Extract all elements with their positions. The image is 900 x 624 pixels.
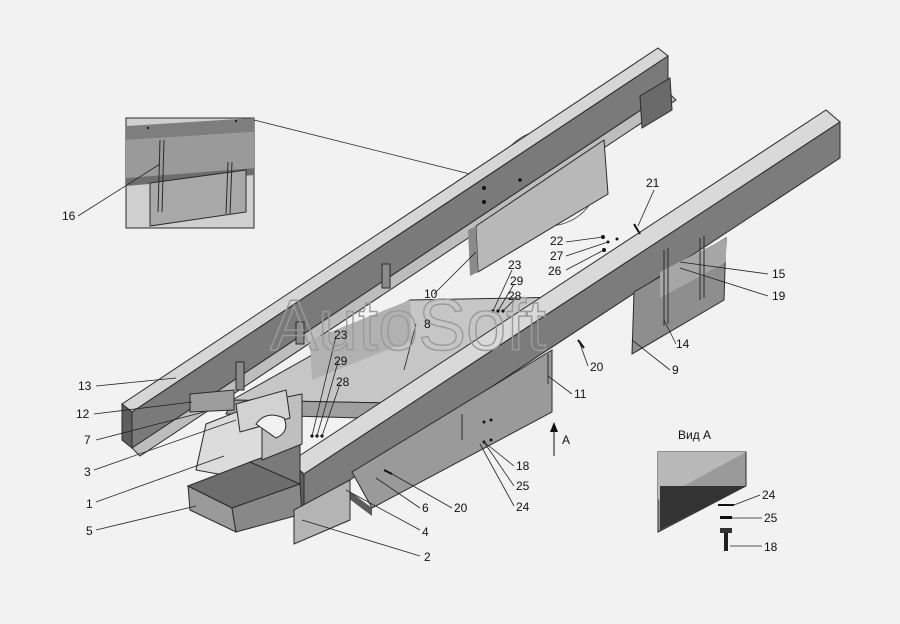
callout-23-lower: 23 [334, 328, 348, 342]
front-box [186, 393, 351, 545]
right-lower-box [351, 349, 553, 509]
callout-6: 6 [422, 501, 429, 515]
callout-19: 19 [772, 289, 786, 303]
watermark: AutoSoft [270, 286, 546, 366]
callout-3: 3 [84, 465, 91, 479]
callout-22: 22 [550, 234, 564, 248]
callout-25-main: 25 [516, 479, 530, 493]
callout-14: 14 [676, 337, 690, 351]
callout-18-main: 18 [516, 459, 530, 473]
callout-9: 9 [672, 363, 679, 377]
left-lining-panel [475, 139, 609, 273]
callout-5: 5 [86, 524, 93, 538]
view-a-detail [657, 451, 747, 551]
callout-28-lower: 28 [336, 375, 350, 389]
leader-lines [77, 163, 769, 557]
callout-28-upper: 28 [508, 289, 522, 303]
callout-1: 1 [86, 497, 93, 511]
view-direction-arrow [550, 422, 558, 456]
callout-12: 12 [76, 407, 90, 421]
callout-18-view: 18 [764, 540, 778, 554]
callout-23-upper: 23 [508, 258, 522, 272]
front-bracket [189, 389, 235, 413]
callout-16: 16 [62, 209, 76, 223]
detail-inset [125, 117, 255, 229]
callout-25-view: 25 [764, 511, 778, 525]
direction-label: А [562, 433, 570, 447]
callout-8: 8 [424, 317, 431, 331]
callout-27: 27 [550, 249, 564, 263]
callout-24-view: 24 [762, 488, 776, 502]
callout-7: 7 [84, 433, 91, 447]
callout-13: 13 [78, 379, 92, 393]
view-a-label: Вид А [678, 428, 711, 442]
callout-2: 2 [424, 550, 431, 564]
callout-20-lower: 20 [454, 501, 468, 515]
callout-15: 15 [772, 267, 786, 281]
callout-11: 11 [574, 387, 587, 401]
callouts: 16 21 22 27 26 23 29 28 10 8 15 19 14 9 … [62, 176, 786, 564]
callout-29-upper: 29 [510, 274, 524, 288]
callout-21: 21 [646, 176, 660, 190]
callout-10: 10 [424, 287, 438, 301]
callout-29-lower: 29 [334, 354, 348, 368]
fasteners-mid [310, 178, 585, 475]
callout-4: 4 [422, 525, 429, 539]
callout-26: 26 [548, 264, 562, 278]
callout-20-upper: 20 [590, 360, 604, 374]
callout-24-main: 24 [516, 500, 530, 514]
